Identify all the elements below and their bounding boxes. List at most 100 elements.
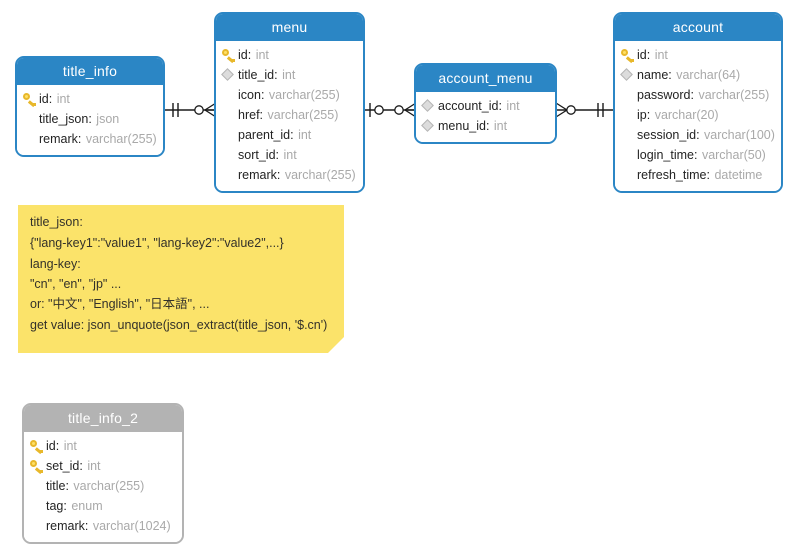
field-name: id [46, 439, 56, 454]
field-row[interactable]: password: varchar(255) [619, 85, 775, 105]
field-row[interactable]: id: int [28, 436, 176, 456]
field-name: tag [46, 499, 64, 514]
field-type: int [654, 48, 668, 63]
no-marker [220, 106, 238, 124]
field-type: int [255, 48, 269, 63]
field-type: varchar(255) [268, 88, 340, 103]
no-marker [220, 166, 238, 184]
field-type: varchar(20) [654, 108, 719, 123]
no-marker [28, 517, 46, 535]
field-name: id [238, 48, 248, 63]
field-name: refresh_time [637, 168, 707, 183]
entity-menu-header: menu [216, 14, 363, 42]
field-type: varchar(64) [676, 68, 741, 83]
field-row[interactable]: id: int [220, 45, 357, 65]
field-colon: : [290, 128, 298, 143]
entity-account-fields: id: int name: varchar(64) password: varc… [615, 41, 781, 192]
field-type: int [283, 148, 297, 163]
field-type: datetime [714, 168, 763, 183]
field-row[interactable]: title_json: json [21, 109, 157, 129]
field-type: int [282, 68, 296, 83]
field-row[interactable]: tag: enum [28, 496, 176, 516]
field-name: set_id [46, 459, 80, 474]
field-name: id [637, 48, 647, 63]
field-row[interactable]: sort_id: int [220, 145, 357, 165]
field-name: remark [39, 132, 78, 147]
field-type: varchar(255) [73, 479, 145, 494]
note-fold-corner [328, 337, 344, 353]
key-icon [21, 90, 39, 108]
no-marker [28, 477, 46, 495]
entity-account_menu-header: account_menu [416, 65, 555, 93]
field-colon: : [275, 148, 283, 163]
key-icon [28, 457, 46, 475]
diamond-icon [220, 66, 238, 84]
field-name: title [46, 479, 66, 494]
field-row[interactable]: menu_id: int [420, 116, 549, 136]
relationship-title_info-menu[interactable] [164, 100, 217, 120]
note-line: lang-key: [30, 257, 81, 271]
no-marker [220, 146, 238, 164]
field-name: title_id [238, 68, 275, 83]
field-colon: : [485, 119, 493, 134]
field-row[interactable]: parent_id: int [220, 125, 357, 145]
field-type: int [56, 92, 70, 107]
field-row[interactable]: refresh_time: datetime [619, 165, 775, 185]
entity-title_info_2[interactable]: title_info_2 id: int set_id: int title: … [22, 403, 184, 545]
field-row[interactable]: set_id: int [28, 456, 176, 476]
field-row[interactable]: title_id: int [220, 65, 357, 85]
entity-account_menu[interactable]: account_menu account_id: int menu_id: in… [414, 63, 557, 145]
field-row[interactable]: id: int [619, 45, 775, 65]
note-line: title_json: [30, 215, 83, 229]
no-marker [619, 86, 637, 104]
no-marker [28, 497, 46, 515]
key-icon [619, 46, 637, 64]
field-colon: : [646, 48, 654, 63]
field-name: menu_id [438, 119, 486, 134]
field-colon: : [65, 479, 73, 494]
field-name: ip [637, 108, 647, 123]
field-row[interactable]: session_id: varchar(100) [619, 125, 775, 145]
field-colon: : [690, 88, 698, 103]
note-title_json[interactable]: title_json: {"lang-key1":"value1", "lang… [18, 205, 344, 353]
entity-title_info_2-fields: id: int set_id: int title: varchar(255) … [24, 432, 182, 543]
field-name: remark [238, 168, 277, 183]
field-colon: : [260, 88, 268, 103]
field-row[interactable]: login_time: varchar(50) [619, 145, 775, 165]
field-type: json [96, 112, 120, 127]
field-type: int [493, 119, 508, 134]
no-marker [21, 110, 39, 128]
relationship-account_menu-account[interactable] [555, 100, 614, 120]
field-type: enum [71, 499, 103, 514]
field-colon: : [63, 499, 71, 514]
field-row[interactable]: account_id: int [420, 96, 549, 116]
field-name: session_id [637, 128, 697, 143]
field-type: varchar(100) [704, 128, 775, 143]
field-row[interactable]: id: int [21, 89, 157, 109]
entity-title_info-fields: id: int title_json: json remark: varchar… [17, 85, 163, 156]
entity-account-header: account [615, 14, 781, 42]
no-marker [619, 106, 637, 124]
field-row[interactable]: remark: varchar(255) [220, 165, 357, 185]
relationship-menu-account_menu[interactable] [364, 100, 417, 120]
field-row[interactable]: icon: varchar(255) [220, 85, 357, 105]
field-name: icon [238, 88, 261, 103]
entity-title_info[interactable]: title_info id: int title_json: json rema… [15, 56, 165, 158]
field-row[interactable]: remark: varchar(1024) [28, 516, 176, 536]
entity-menu[interactable]: menu id: int title_id: int icon: varchar… [214, 12, 365, 194]
field-name: id [39, 92, 49, 107]
field-row[interactable]: name: varchar(64) [619, 65, 775, 85]
field-row[interactable]: href: varchar(255) [220, 105, 357, 125]
field-name: account_id [438, 99, 499, 114]
field-colon: : [706, 168, 714, 183]
field-row[interactable]: ip: varchar(20) [619, 105, 775, 125]
field-row[interactable]: title: varchar(255) [28, 476, 176, 496]
field-name: name [637, 68, 669, 83]
note-line: "cn", "en", "jp" ... [30, 277, 122, 291]
entity-account[interactable]: account id: int name: varchar(64) passwo… [613, 12, 783, 194]
field-type: int [506, 99, 520, 114]
field-colon: : [668, 68, 676, 83]
field-colon: : [79, 459, 87, 474]
field-row[interactable]: remark: varchar(255) [21, 129, 157, 149]
